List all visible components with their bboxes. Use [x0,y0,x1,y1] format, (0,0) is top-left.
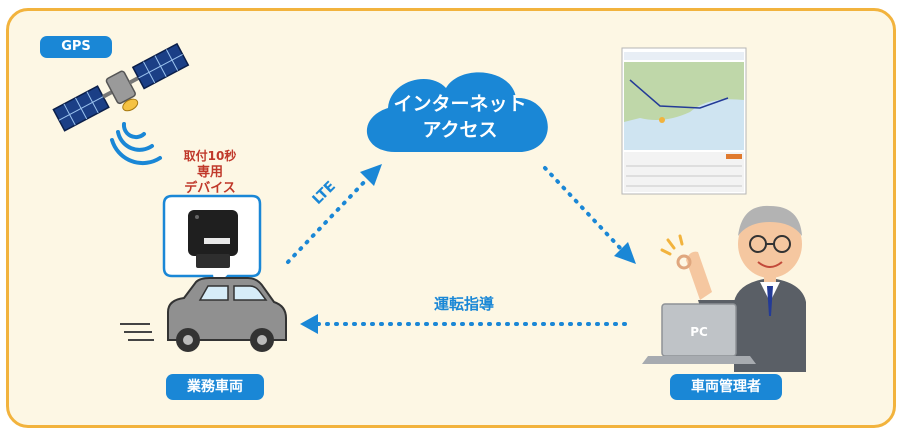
driving-instruction-label: 運転指導 [434,295,494,313]
cloud-icon: インターネット アクセス [366,72,548,152]
device-caption-line1: 取付10秒 [184,148,237,163]
vehicle-label: 業務車両 [166,374,264,400]
satellite-icon [52,42,190,132]
connector-lte [286,164,382,264]
cloud-label-line2: アクセス [422,119,497,141]
device-callout [162,194,262,293]
device-caption-line2: 専用 [197,164,223,180]
pc-label: PC [690,325,708,339]
device-caption-line3: デバイス [184,180,236,196]
cloud-label-line1: インターネット [393,93,526,115]
vehicle-icon [120,277,287,352]
gps-label: GPS [40,36,112,58]
connector-driving [300,314,630,334]
signal-waves-icon [110,122,162,166]
obd-device-icon [188,210,238,268]
map-screen-thumbnail [621,47,747,195]
laptop-icon: PC [642,303,756,364]
lte-label: LTE [310,178,339,207]
manager-label: 車両管理者 [670,374,782,400]
connector-cloud-to-manager [543,166,636,264]
